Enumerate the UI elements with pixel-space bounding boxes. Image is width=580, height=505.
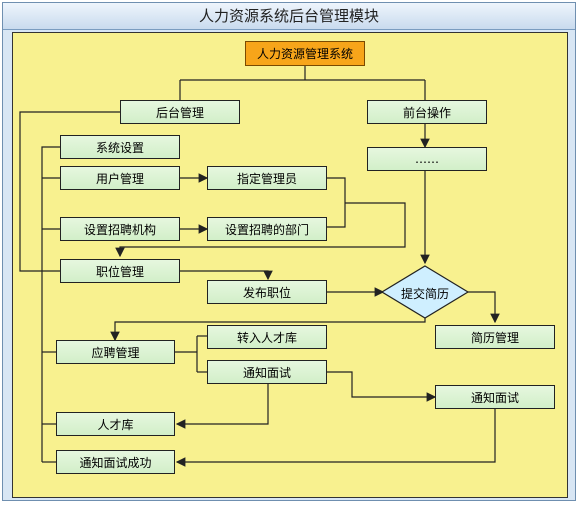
page-title: 人力资源系统后台管理模块 — [3, 3, 575, 30]
position-mgmt-node: 职位管理 — [60, 259, 180, 283]
publish-position-node: 发布职位 — [207, 280, 327, 304]
notify-success-node: 通知面试成功 — [56, 450, 175, 474]
notify-interview-right-node: 通知面试 — [435, 385, 555, 409]
resume-mgmt-node: 简历管理 — [435, 325, 555, 349]
set-recruit-org-node: 设置招聘机构 — [60, 217, 180, 241]
backend-node: 后台管理 — [120, 100, 240, 124]
notify-interview-left-node: 通知面试 — [207, 360, 327, 384]
to-talent-pool-node: 转入人才库 — [207, 325, 327, 349]
assign-admin-node: 指定管理员 — [207, 166, 327, 190]
sys-settings-node: 系统设置 — [60, 135, 180, 159]
set-recruit-dept-node: 设置招聘的部门 — [207, 217, 327, 241]
submit-resume-label: 提交简历 — [400, 287, 449, 301]
frontend-node: 前台操作 — [367, 100, 487, 124]
user-mgmt-node: 用户管理 — [60, 166, 180, 190]
root-node: 人力资源管理系统 — [245, 41, 365, 66]
talent-pool-node: 人才库 — [56, 412, 175, 436]
applicant-mgmt-node: 应聘管理 — [56, 340, 175, 364]
ellipsis-node: …… — [367, 147, 487, 171]
